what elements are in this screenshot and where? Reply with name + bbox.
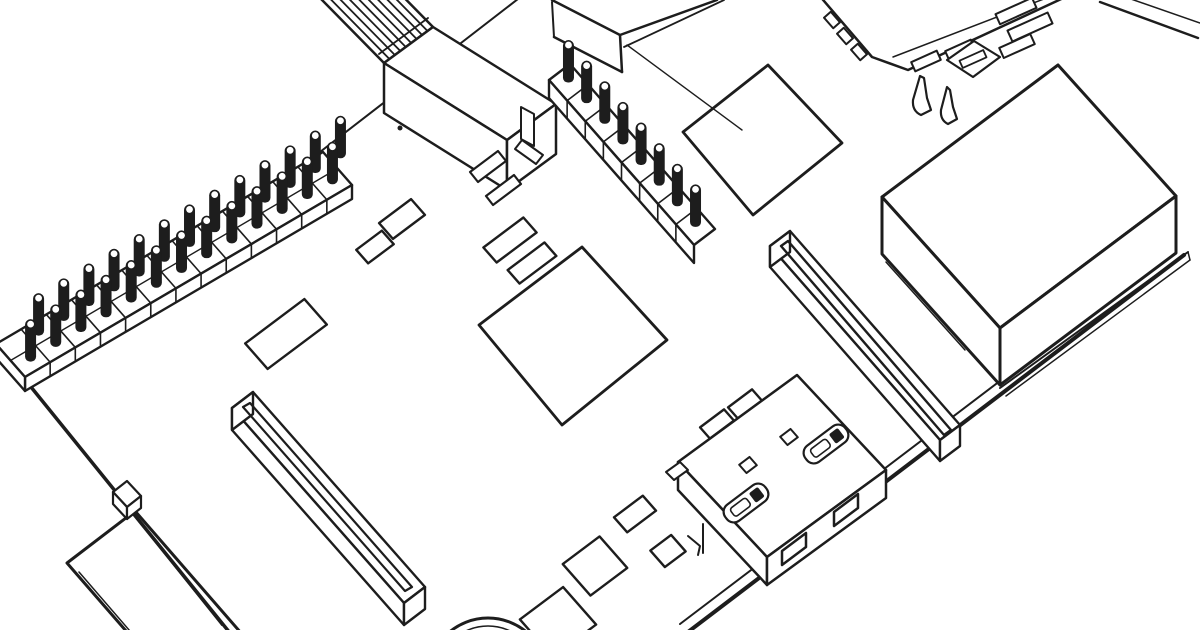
sd-card [65, 509, 241, 630]
p5-pin-header [547, 40, 717, 265]
ethernet-jack [880, 63, 1191, 397]
smd-passive-1 [355, 229, 395, 265]
smd-passive-4 [506, 241, 558, 285]
smd-passive-6 [612, 494, 658, 534]
electrolytic-capacitor [449, 616, 527, 630]
csi-ribbon-connector [768, 229, 962, 463]
gpio-pin-header [0, 115, 354, 393]
polyfuse-component [111, 479, 143, 521]
lan-controller-chip [681, 63, 844, 217]
smd-passive-2 [377, 197, 427, 241]
soc-chip [477, 245, 669, 427]
smd-passive-3 [482, 216, 538, 264]
smd-passive-7 [649, 533, 687, 569]
hdmi-connector [665, 373, 888, 587]
audio-jack [514, 0, 743, 165]
smd-passive-8 [561, 535, 629, 597]
usb-ports [821, 0, 1063, 126]
corner-component-lines [1098, 0, 1200, 40]
smd-passive-5 [243, 297, 329, 371]
dsi-ribbon-connector [230, 390, 427, 627]
smd-passive-9 [518, 585, 598, 630]
